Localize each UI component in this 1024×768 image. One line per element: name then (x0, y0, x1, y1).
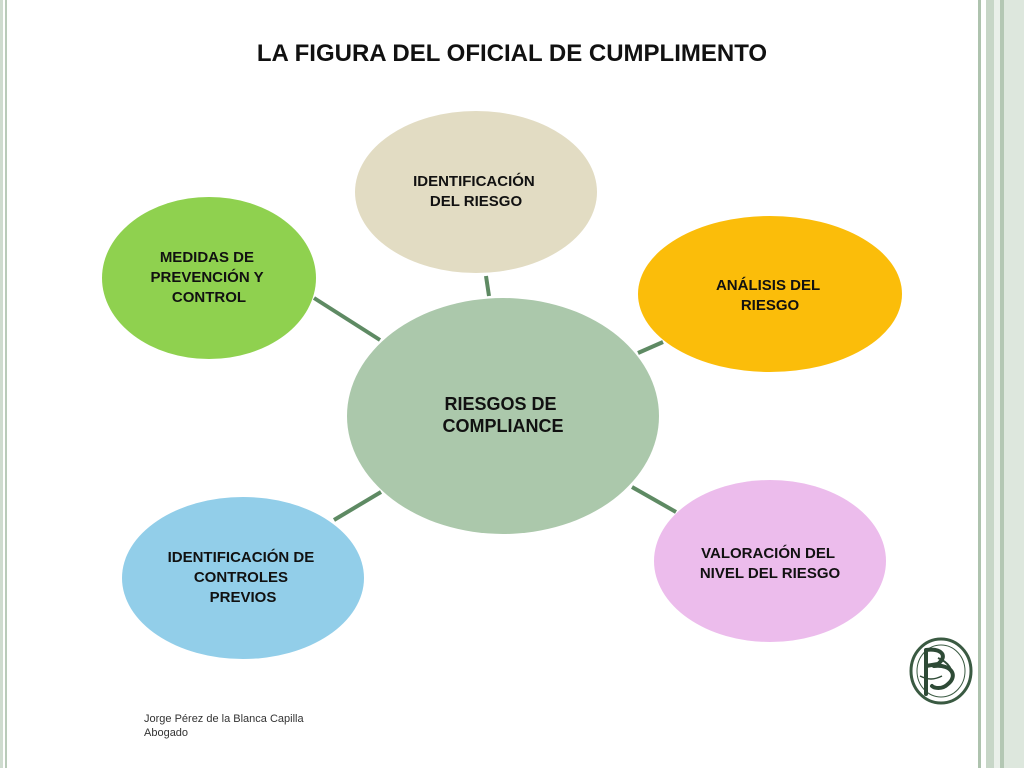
node-label-line: CONTROL (172, 289, 246, 306)
node-label-line: PREVIOS (210, 589, 277, 606)
node-identificacion-controles-label: IDENTIFICACIÓN DE CONTROLES PREVIOS (168, 548, 319, 606)
node-analisis-riesgo-label: ANÁLISIS DEL RIESGO (716, 277, 824, 314)
slide-right-border (978, 0, 1024, 768)
node-valoracion-riesgo-label: VALORACIÓN DEL NIVEL DEL RIESGO (700, 544, 841, 582)
node-label-line: IDENTIFICACIÓN (413, 172, 535, 190)
footer-name: Jorge Pérez de la Blanca Capilla (144, 713, 304, 725)
connector-identificacion-riesgo (484, 275, 491, 297)
node-label-line: IDENTIFICACIÓN DE (168, 548, 315, 566)
node-label-line: COMPLIANCE (443, 416, 564, 436)
node-label-line: RIESGO (741, 297, 800, 314)
node-identificacion-controles: IDENTIFICACIÓN DE CONTROLES PREVIOS (122, 497, 364, 659)
node-medidas-prevencion-label: MEDIDAS DE PREVENCIÓN Y CONTROL (151, 249, 268, 306)
monogram-seal-icon (909, 637, 973, 705)
connector-identificacion-controles (332, 490, 383, 522)
connector-analisis-riesgo (637, 340, 664, 355)
node-identificacion-controles-shape (122, 497, 364, 659)
node-label-line: MEDIDAS DE (160, 249, 254, 266)
node-label-line: ANÁLISIS DEL (716, 277, 820, 294)
node-label-line: CONTROLES (194, 569, 288, 586)
node-label-line: RIESGOS DE (444, 394, 556, 414)
node-identificacion-riesgo-label: IDENTIFICACIÓN DEL RIESGO (413, 172, 539, 210)
node-label-line: NIVEL DEL RIESGO (700, 565, 841, 582)
node-label-line: DEL RIESGO (430, 193, 523, 210)
node-medidas-prevencion: MEDIDAS DE PREVENCIÓN Y CONTROL (102, 197, 316, 359)
slide-left-border (0, 0, 10, 768)
node-medidas-prevencion-shape (102, 197, 316, 359)
node-valoracion-riesgo: VALORACIÓN DEL NIVEL DEL RIESGO (654, 480, 886, 642)
connectors (312, 275, 677, 522)
slide-title: LA FIGURA DEL OFICIAL DE CUMPLIMENTO (256, 40, 768, 67)
node-analisis-riesgo: ANÁLISIS DEL RIESGO (638, 216, 902, 372)
node-center-label: RIESGOS DE COMPLIANCE (443, 394, 564, 436)
connector-valoracion-riesgo (631, 485, 677, 514)
node-identificacion-riesgo-shape (355, 111, 597, 273)
connector-medidas-prevencion (312, 296, 382, 342)
node-center-shape (347, 298, 659, 534)
node-label-line: VALORACIÓN DEL (701, 544, 835, 562)
footer-author: Jorge Pérez de la Blanca Capilla Abogado (144, 712, 304, 740)
node-valoracion-riesgo-shape (654, 480, 886, 642)
node-identificacion-riesgo: IDENTIFICACIÓN DEL RIESGO (355, 111, 597, 273)
node-label-line: PREVENCIÓN Y (151, 268, 264, 286)
node-analisis-riesgo-shape (638, 216, 902, 372)
node-center: RIESGOS DE COMPLIANCE (347, 298, 659, 534)
footer-role: Abogado (144, 727, 189, 739)
